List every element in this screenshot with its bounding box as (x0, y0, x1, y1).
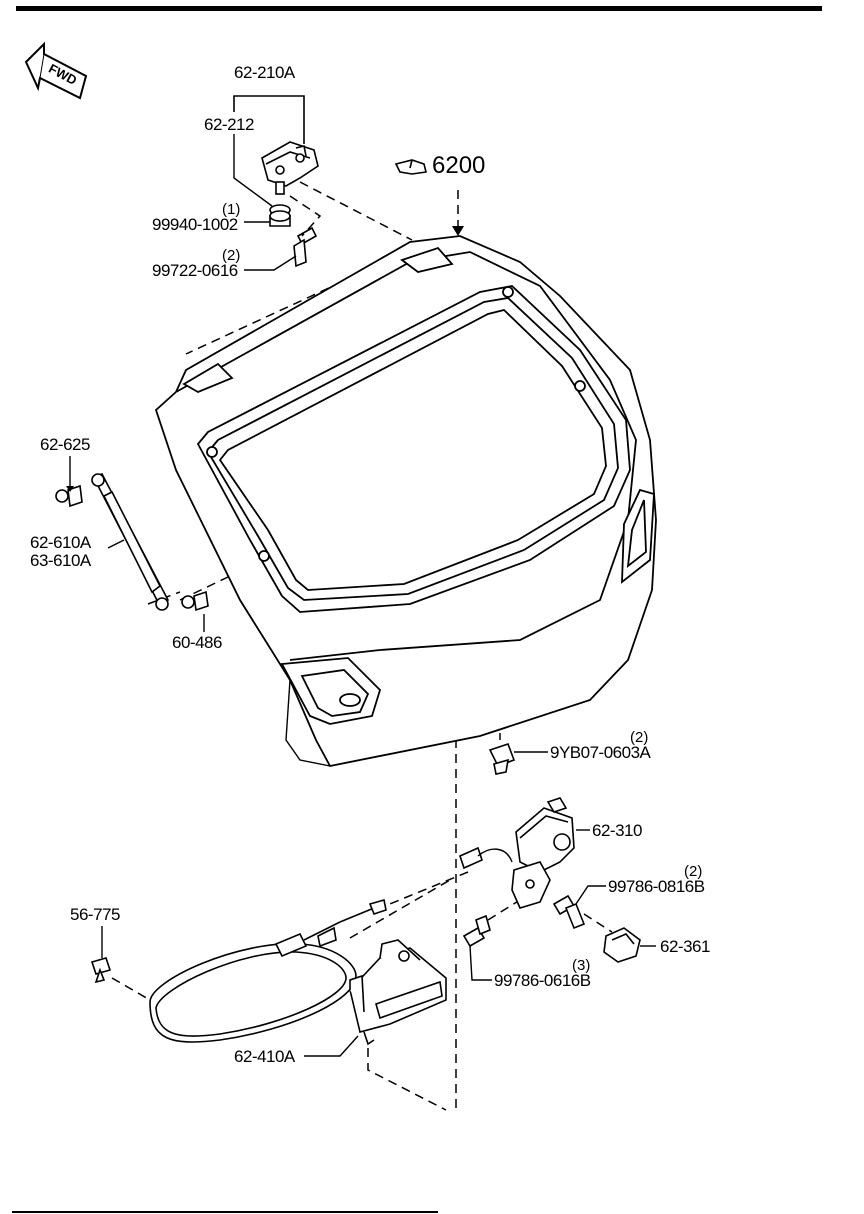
part-label-62-212: 62-212 (204, 115, 254, 134)
bolt-part (293, 226, 318, 268)
part-label-99786-0616B: 99786-0616B (494, 971, 591, 990)
part-label-9YB07-0603A: 9YB07-0603A (550, 743, 651, 762)
bolt-part-3 (462, 914, 491, 948)
part-label-62-310: 62-310 (592, 821, 642, 840)
liftgate-panel (154, 235, 657, 768)
part-label-60-486: 60-486 (172, 633, 222, 652)
top-border (16, 6, 822, 11)
part-label-99722-0616: 99722-0616 (152, 261, 238, 280)
nut-part (269, 204, 291, 227)
qty-label-9YB07-0603A: (2) (630, 729, 649, 746)
leader-62-212 (233, 134, 273, 207)
part-label-62-610A: 62-610A (30, 533, 91, 552)
latch-part (459, 797, 575, 909)
ball-stud-part (181, 590, 209, 612)
part-label-56-775: 56-775 (70, 905, 120, 924)
qty-label-99722-0616: (2) (222, 247, 241, 264)
clip-part (55, 484, 83, 508)
part-label-62-210A: 62-210A (234, 63, 295, 82)
hinge-part (261, 141, 319, 195)
cable-clip-part (90, 957, 112, 984)
striker-part (603, 927, 641, 963)
fwd-arrow-icon: FWD (24, 41, 88, 100)
release-cable-part (149, 898, 387, 1043)
qty-label-99940-1002: (1) (222, 201, 241, 218)
part-label-99940-1002: 99940-1002 (152, 215, 238, 234)
pointing-hand-icon (394, 159, 427, 175)
part-label-63-610A: 63-610A (30, 551, 91, 570)
part-label-62-361: 62-361 (660, 937, 710, 956)
bolt-part-2 (552, 894, 586, 930)
bracket-62-210A (233, 95, 305, 144)
section-ref-label: 6200 (432, 152, 486, 179)
qty-label-99786-0816B: (2) (684, 863, 703, 880)
grommet-part (488, 742, 516, 775)
ref-arrow-icon (452, 226, 464, 236)
opener-switch-part (349, 939, 447, 1046)
part-label-62-410A: 62-410A (234, 1047, 295, 1066)
part-label-62-625: 62-625 (40, 435, 90, 454)
qty-label-99786-0616B: (3) (572, 957, 591, 974)
part-label-99786-0816B: 99786-0816B (608, 877, 705, 896)
gas-strut-part (91, 472, 170, 611)
